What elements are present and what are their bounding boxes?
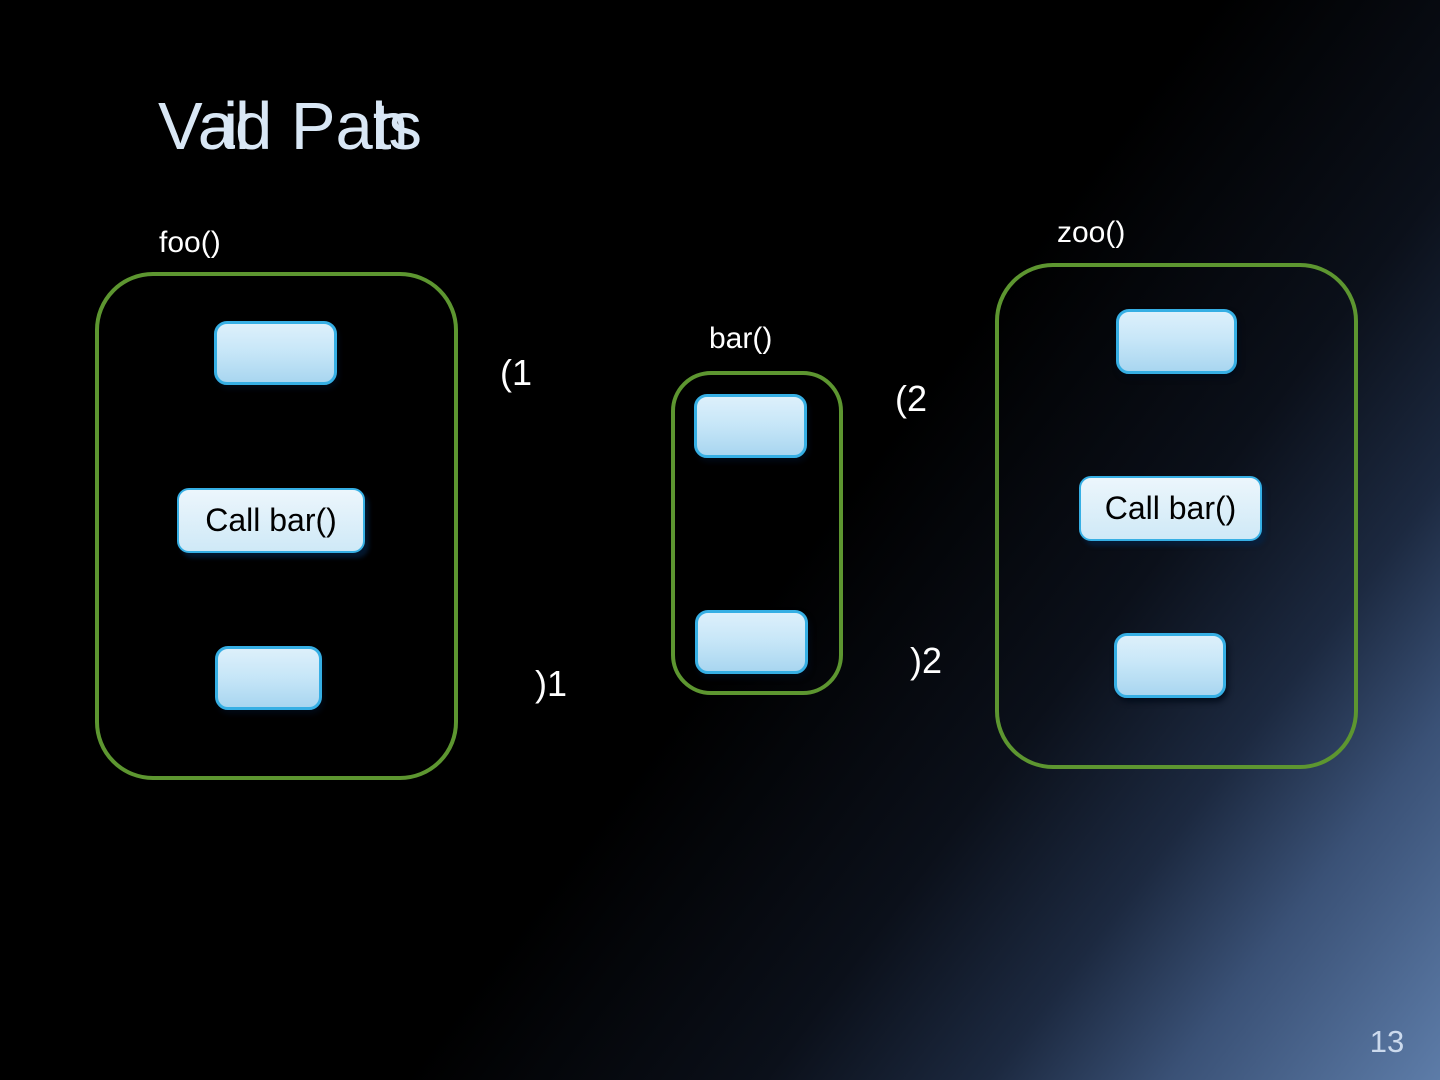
foo-call-bar-box: Call bar() <box>177 488 365 553</box>
zoo-exit-node <box>1114 633 1226 698</box>
foo-call-bar-label: Call bar() <box>205 502 337 538</box>
title-part: s <box>388 89 423 164</box>
zoo-call-bar-label: Call bar() <box>1104 490 1237 526</box>
slide-title: Valid Paths <box>158 90 422 164</box>
title-part: d Pa <box>234 89 373 164</box>
zoo-call-bar-box: Call bar() <box>1079 476 1262 541</box>
function-label-bar: bar() <box>709 322 773 355</box>
foo-entry-node <box>214 321 337 385</box>
function-frame-foo <box>95 272 458 780</box>
foo-exit-node <box>215 646 322 710</box>
title-part: th <box>372 89 408 164</box>
title-part: Va <box>158 89 235 164</box>
annotation-open-1: (1 <box>500 352 533 393</box>
zoo-entry-node <box>1116 309 1237 374</box>
annotation-open-2: (2 <box>895 378 928 419</box>
page-number: 13 <box>1369 1024 1405 1059</box>
function-label-foo: foo() <box>159 226 221 259</box>
annotation-close-2: )2 <box>910 640 943 681</box>
function-label-zoo: zoo() <box>1057 216 1126 249</box>
function-frame-zoo <box>995 263 1358 769</box>
function-frame-bar <box>671 371 843 695</box>
bar-exit-node <box>695 610 808 674</box>
bar-entry-node <box>694 394 807 458</box>
annotation-close-1: )1 <box>535 663 568 704</box>
